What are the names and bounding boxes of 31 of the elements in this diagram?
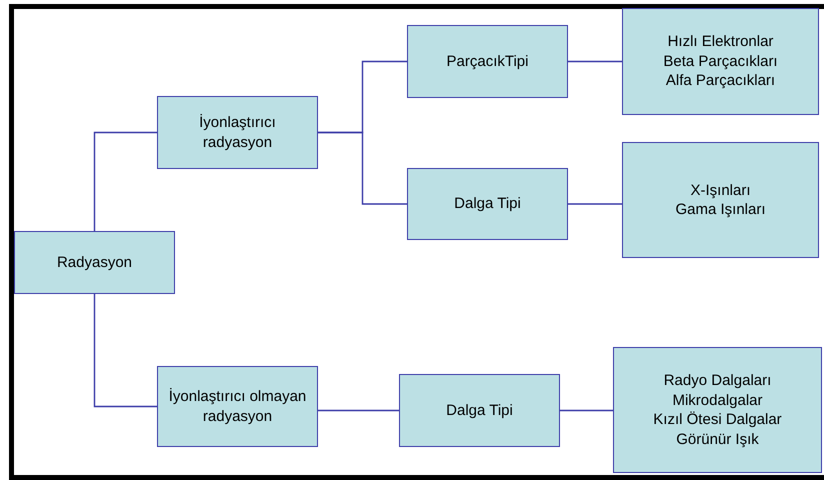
box-text: ParçacıkTipi <box>446 52 528 72</box>
connector-line <box>94 132 157 231</box>
category-box <box>613 347 822 473</box>
category-box <box>407 25 568 98</box>
box-text: Görünür Işık <box>676 430 759 449</box>
box-text: İyonlaştırıcı radyasyon <box>198 113 277 152</box>
box-text: Gama Işınları <box>675 200 766 220</box>
box-text: Kızıl Ötesi Dalgalar <box>653 410 782 430</box>
connector-line <box>568 203 622 205</box>
box-text: Dalga Tipi <box>446 400 513 420</box>
box-text: Alfa Parçacıkları <box>666 71 776 91</box>
box-text: X-Işınları <box>690 180 750 200</box>
category-box <box>14 231 175 294</box>
category-box <box>399 374 560 447</box>
box-text: Radyasyon <box>56 252 132 272</box>
connector-line <box>318 132 407 205</box>
box-text: Beta Parçacıkları <box>663 52 778 72</box>
connector-line <box>560 410 613 412</box>
box-text: Radyo Dalgaları <box>664 371 772 390</box>
box-text: İyonlaştırıcı olmayan radyasyon <box>168 387 308 426</box>
connector-line <box>568 60 622 62</box>
category-box <box>407 168 568 240</box>
box-text: Dalga Tipi <box>454 194 521 214</box>
category-box <box>622 142 819 258</box>
connector-line <box>94 294 157 408</box>
category-box <box>157 366 318 447</box>
category-box <box>622 8 819 115</box>
category-box <box>157 96 318 169</box>
connector-line <box>318 410 399 412</box>
box-text: Mikrodalgalar <box>672 390 763 410</box>
box-text: Hızlı Elektronlar <box>668 32 774 52</box>
